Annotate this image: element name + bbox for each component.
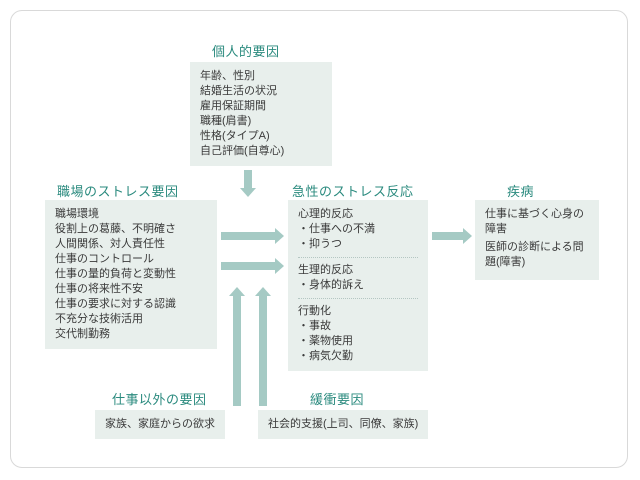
section-heading: 行動化	[298, 305, 331, 317]
arrow-acute-to-disease-icon	[432, 228, 472, 244]
buffer-factors-title: 緩衝要因	[310, 392, 365, 407]
text-line: 雇用保証期間	[200, 100, 266, 112]
dotted-divider	[298, 298, 418, 299]
personal-factors-title: 個人的要因	[212, 44, 280, 59]
text-line: 職種(肩書)	[200, 115, 252, 127]
arrow-personal-to-acute-icon	[240, 170, 256, 197]
text-line: ・薬物使用	[298, 335, 353, 347]
text-line: ・身体的訴え	[298, 279, 364, 291]
text-line: 不充分な技術活用	[55, 313, 143, 325]
personal-factors-box: 年齢、性別 結婚生活の状況 雇用保証期間 職種(肩書) 性格(タイプA) 自己評…	[190, 62, 332, 166]
text-line: 人間関係、対人責任性	[55, 238, 165, 250]
text-line: 仕事の将来性不安	[55, 283, 143, 295]
text-line: ・事故	[298, 320, 331, 332]
arrow-buffer-up-icon	[255, 287, 271, 406]
text-line: ・抑うつ	[298, 238, 342, 250]
text-line: 仕事の要求に対する認識	[55, 298, 176, 310]
disease-title: 疾病	[507, 184, 535, 199]
text-line: 性格(タイプA)	[200, 130, 270, 142]
acute-stress-box: 心理的反応 ・仕事への不満 ・抑うつ 生理的反応 ・身体的訴え 行動化 ・事故 …	[288, 200, 428, 371]
text-line: 自己評価(自尊心)	[200, 145, 285, 157]
text-line: 社会的支援(上司、同僚、家族)	[268, 418, 419, 430]
text-line: 交代制勤務	[55, 328, 110, 340]
dotted-divider	[298, 257, 418, 258]
text-line: 仕事に基づく心身の障害	[485, 208, 584, 235]
arrow-workplace-to-acute-top-icon	[221, 228, 284, 244]
text-line: 結婚生活の状況	[200, 85, 277, 97]
arrow-workplace-to-acute-bottom-icon	[221, 258, 284, 274]
text-line: 仕事のコントロール	[55, 253, 154, 265]
arrow-nonwork-up-icon	[229, 287, 245, 406]
nonwork-factors-title: 仕事以外の要因	[112, 392, 207, 407]
text-line: 役割上の葛藤、不明確さ	[55, 223, 176, 235]
section-heading: 心理的反応	[298, 208, 353, 220]
workplace-stress-title: 職場のストレス要因	[57, 184, 179, 199]
text-line: 仕事の量的負荷と変動性	[55, 268, 176, 280]
text-line: ・仕事への不満	[298, 223, 375, 235]
buffer-factors-box: 社会的支援(上司、同僚、家族)	[258, 410, 429, 439]
text-line: 医師の診断による問題(障害)	[485, 241, 584, 268]
section-heading: 生理的反応	[298, 264, 353, 276]
text-line: 年齢、性別	[200, 70, 255, 82]
text-line: 職場環境	[55, 208, 99, 220]
text-line: ・病気欠勤	[298, 350, 353, 362]
nonwork-factors-box: 家族、家庭からの欲求	[95, 410, 225, 439]
workplace-stress-box: 職場環境 役割上の葛藤、不明確さ 人間関係、対人責任性 仕事のコントロール 仕事…	[45, 200, 217, 349]
text-line: 家族、家庭からの欲求	[105, 418, 215, 430]
acute-stress-title: 急性のストレス反応	[292, 184, 414, 199]
disease-box: 仕事に基づく心身の障害 医師の診断による問題(障害)	[475, 200, 599, 280]
